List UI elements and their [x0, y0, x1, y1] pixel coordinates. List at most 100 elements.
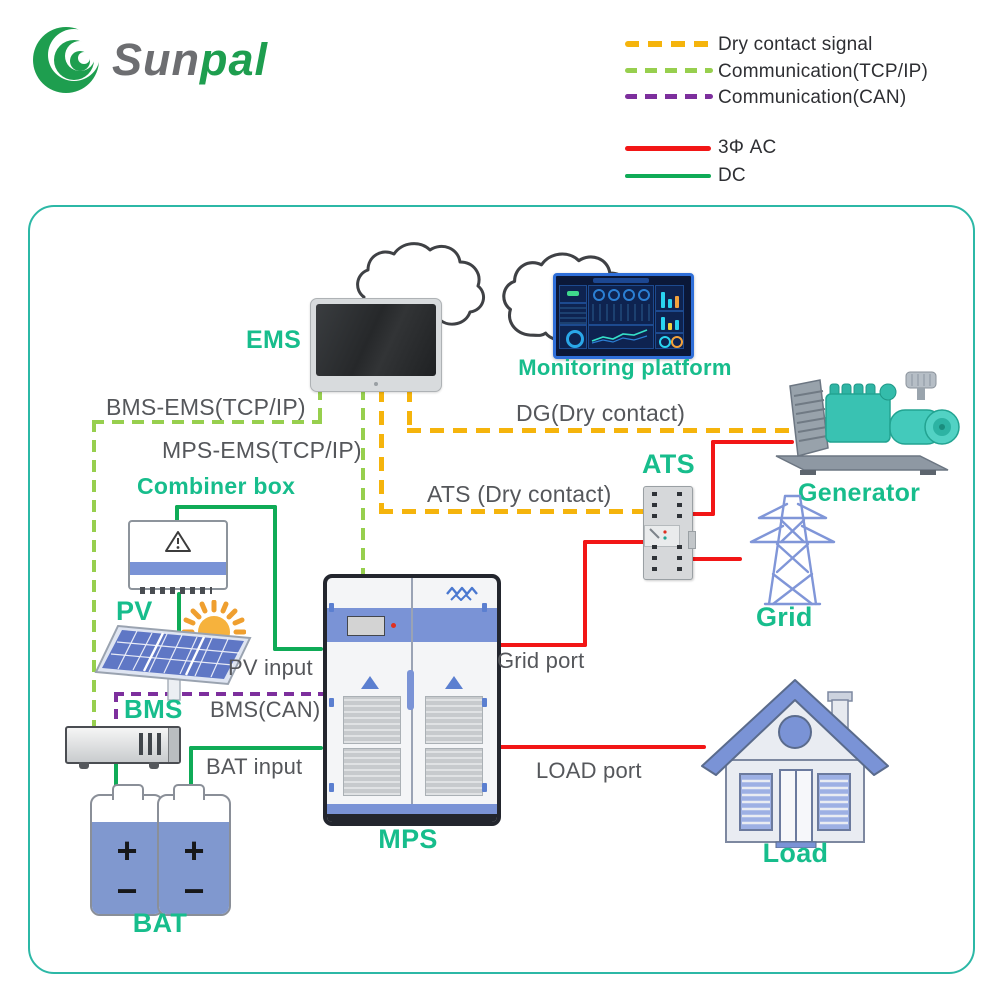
mps-base — [327, 814, 497, 822]
bms-device — [65, 726, 181, 769]
line-generator-ats-seg3 — [690, 512, 715, 516]
mps-hinge — [482, 603, 487, 612]
ats-device — [643, 486, 696, 580]
monitoring-title-bar — [593, 278, 649, 283]
diagram-border — [28, 205, 975, 974]
generator-label: Generator — [798, 479, 921, 507]
battery-minus-symbol: − — [183, 870, 205, 911]
bms-end-cap — [168, 728, 179, 762]
line-dg-seg2 — [407, 428, 792, 433]
ats-switch-window — [644, 525, 680, 547]
grid-label: Grid — [756, 602, 813, 632]
battery-body: + − — [159, 822, 229, 914]
load-label: Load — [762, 838, 829, 868]
line-bms-ems-seg3 — [92, 420, 96, 728]
sunpal-swirl-icon — [33, 27, 100, 93]
bms-ems-label: BMS-EMS(TCP/IP) — [106, 394, 306, 420]
line-combiner-pv — [177, 592, 181, 640]
mps-hinge — [482, 698, 487, 707]
monitoring-panel-map — [559, 285, 587, 303]
line-grid-port-seg2 — [583, 540, 587, 647]
mps-hinge — [329, 698, 334, 707]
mps-logo-triangle — [445, 676, 463, 689]
line-pv-input-seg4 — [273, 647, 323, 651]
line-bat-input-seg2 — [189, 746, 323, 750]
mps-vent-panel — [343, 748, 401, 796]
line-pv-input-seg1 — [175, 505, 179, 523]
bms-vent-grille — [139, 733, 163, 755]
ats-terminals — [677, 545, 682, 575]
ems-monitor — [310, 298, 442, 392]
line-ats-dry-seg1 — [379, 388, 384, 514]
mps-vent-panel — [343, 696, 401, 744]
monitoring-panel-donuts — [655, 333, 684, 349]
combiner-box-label: Combiner box — [137, 473, 296, 499]
combiner-box-terminals — [140, 587, 212, 594]
line-ats-dry-seg2 — [379, 509, 645, 514]
battery-plus-symbol: + — [116, 830, 138, 871]
mps-cabinet — [323, 574, 501, 826]
battery-2: + − — [157, 784, 231, 916]
line-bat-input-seg1 — [189, 746, 193, 790]
mps-label: MPS — [378, 824, 438, 854]
mps-hinge — [329, 783, 334, 792]
combiner-box-device — [128, 520, 228, 590]
line-bms-ems-seg2 — [92, 420, 322, 424]
legend-swatch-dry-contact — [625, 41, 713, 47]
battery-terminal — [112, 784, 144, 800]
mps-indicator-light — [391, 623, 396, 628]
ats-terminals — [652, 545, 657, 575]
line-grid-port-seg1 — [493, 643, 587, 647]
pv-panel-icon — [94, 624, 252, 701]
legend-label-dry-contact: Dry contact signal — [718, 34, 873, 55]
battery-minus-symbol: − — [116, 870, 138, 911]
battery-plus-symbol: + — [183, 830, 205, 871]
line-load-port — [493, 745, 706, 749]
ems-monitor-camera-dot — [374, 382, 378, 386]
pv-label: PV — [116, 596, 153, 626]
legend-label-ac: 3Φ AC — [718, 137, 777, 158]
bms-foot — [149, 762, 159, 769]
mps-hinge — [329, 603, 334, 612]
brand-name-part2: pal — [200, 34, 269, 85]
line-bms-can-seg1 — [114, 692, 324, 696]
line-dg-seg1 — [407, 388, 412, 432]
line-pv-input-seg2 — [175, 505, 277, 509]
ats-terminals — [677, 492, 682, 524]
battery-1: + − — [90, 784, 164, 916]
bat-label: BAT — [132, 908, 188, 938]
brand-name-part1: Sun — [112, 34, 200, 85]
bms-foot — [79, 762, 89, 769]
bms-can-label: BMS(CAN) — [210, 697, 321, 722]
battery-body: + − — [92, 822, 162, 914]
ats-side-tab — [688, 531, 696, 549]
generator-icon — [775, 371, 960, 475]
legend-label-tcpip: Communication(TCP/IP) — [718, 61, 929, 82]
brand-logo: Sunpal — [28, 20, 268, 100]
combiner-box-stripe — [130, 562, 226, 575]
grid-tower-icon — [749, 494, 836, 606]
mps-display-screen — [347, 616, 385, 636]
house-icon — [701, 679, 889, 848]
monitoring-panel-meters — [588, 285, 654, 325]
line-mps-ems — [361, 388, 365, 575]
grid-port-label: Grid port — [497, 648, 585, 673]
monitoring-panel-bars2 — [655, 311, 684, 333]
ems-monitor-screen — [316, 304, 436, 376]
pv-input-label: PV input — [228, 655, 313, 680]
mps-logo-triangle — [361, 676, 379, 689]
bat-input-label: BAT input — [206, 754, 303, 779]
line-grid-port-seg3 — [583, 540, 645, 544]
monitoring-panel-bars1 — [655, 285, 684, 311]
mps-wave-logo — [446, 586, 478, 601]
legend-label-can: Communication(CAN) — [718, 87, 907, 108]
legend-swatch-ac — [625, 146, 711, 151]
legend-label-dc: DC — [718, 165, 746, 186]
monitoring-panel-linechart — [588, 325, 654, 349]
monitoring-dashboard-screen — [553, 273, 694, 359]
brand-name: Sunpal — [112, 34, 268, 86]
ats-terminals — [652, 492, 657, 524]
bms-label: BMS — [124, 694, 183, 724]
ats-dry-contact-label: ATS (Dry contact) — [427, 481, 612, 507]
